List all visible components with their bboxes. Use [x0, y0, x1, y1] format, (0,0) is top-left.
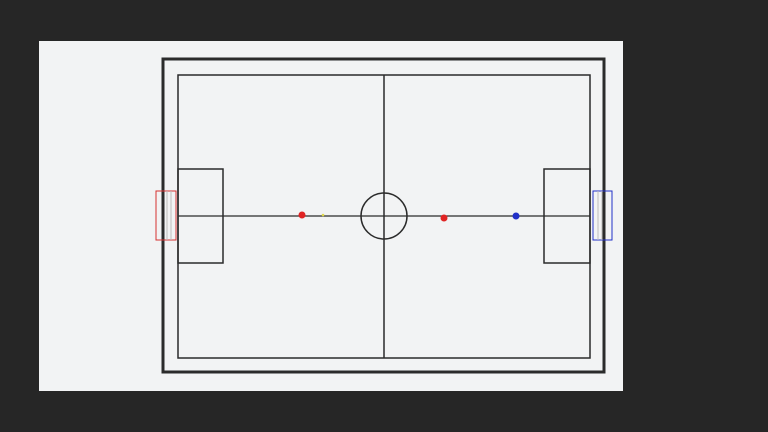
player-red-1[interactable] [298, 211, 306, 219]
center-circle [360, 192, 408, 240]
right-penalty-box [543, 168, 591, 264]
left-goal [155, 190, 177, 241]
right-goal [592, 190, 613, 241]
game-canvas[interactable] [39, 41, 623, 391]
ball[interactable] [321, 213, 325, 217]
field-outer-border [161, 57, 606, 374]
left-penalty-box [177, 168, 224, 264]
player-blue-1[interactable] [512, 212, 520, 220]
soccer-field [155, 57, 613, 374]
player-red-2[interactable] [440, 214, 448, 222]
